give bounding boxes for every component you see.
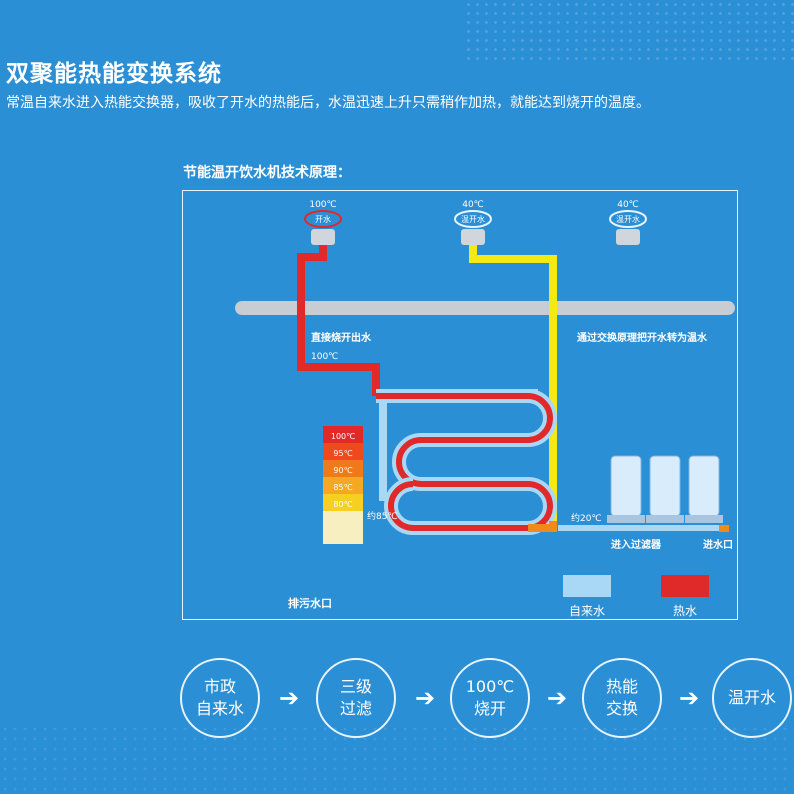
temp-scale-label: 80℃ bbox=[333, 500, 352, 509]
main-pipe bbox=[235, 301, 735, 315]
temp-scale-bar bbox=[323, 443, 363, 460]
faucet-temp-label: 40℃ bbox=[462, 200, 484, 210]
temp-scale-bar bbox=[323, 477, 363, 494]
page-title: 双聚能热能变换系统 bbox=[6, 61, 222, 87]
exchange-label: 通过交换原理把开水转为温水 bbox=[577, 331, 708, 344]
faucet-label: 温开水 bbox=[616, 214, 640, 224]
direct-boil-label: 直接烧开出水 bbox=[311, 331, 372, 344]
inlet-valve bbox=[719, 525, 729, 532]
process-step-warm-water: 温开水 bbox=[712, 658, 792, 738]
water-inlet-label: 进水口 bbox=[703, 538, 733, 551]
warm-faucet-icon-2 bbox=[609, 210, 647, 245]
boiling-faucet-icon bbox=[304, 210, 342, 245]
temp-scale-bar bbox=[323, 426, 363, 443]
boiling-water-pipe bbox=[297, 243, 380, 396]
coil-turn-inner bbox=[388, 481, 414, 531]
boil-temp-label: 100℃ bbox=[311, 352, 338, 362]
temp-scale-label: 95℃ bbox=[333, 449, 352, 458]
legend-swatch-hot bbox=[661, 575, 709, 597]
arrow-right-icon: ➔ bbox=[414, 684, 436, 712]
principle-diagram: 100℃ 开水 40℃ 温开水 40℃ 温开水 直接烧开出水 100℃ 通过交换… bbox=[182, 190, 738, 620]
temp-scale-label: 90℃ bbox=[333, 466, 352, 475]
diagram-title: 节能温开饮水机技术原理： bbox=[183, 165, 351, 181]
principle-diagram-svg: 100℃ 开水 40℃ 温开水 40℃ 温开水 直接烧开出水 100℃ 通过交换… bbox=[235, 200, 735, 618]
mixed-outflow-pipe bbox=[528, 521, 557, 532]
filter-in-label: 进入过滤器 bbox=[611, 538, 662, 551]
temp-scale-bar bbox=[323, 511, 363, 544]
arrow-right-icon: ➔ bbox=[678, 684, 700, 712]
drain-label: 排污水口 bbox=[288, 596, 332, 610]
faucet-temp-label: 100℃ bbox=[309, 200, 336, 210]
temp-scale-label: 100℃ bbox=[331, 432, 355, 441]
approx-85-label: 约85℃ bbox=[367, 510, 398, 522]
heat-exchanger-inner bbox=[376, 393, 553, 531]
temp-scale-bar bbox=[323, 460, 363, 477]
process-step-filtration: 三级 过滤 bbox=[316, 658, 396, 738]
faucet-label: 开水 bbox=[315, 214, 331, 224]
process-step-heat-exchange: 热能 交换 bbox=[582, 658, 662, 738]
faucet-temp-label: 40℃ bbox=[617, 200, 639, 210]
arrow-right-icon: ➔ bbox=[278, 684, 300, 712]
warm-faucet-icon-1 bbox=[454, 210, 492, 245]
faucet-label: 温开水 bbox=[461, 214, 485, 224]
filter-unit-1 bbox=[607, 455, 645, 523]
arrow-right-icon: ➔ bbox=[546, 684, 568, 712]
page-subtitle: 常温自来水进入热能交换器，吸收了开水的热能后，水温迅速上升只需稍作加热，就能达到… bbox=[6, 95, 650, 111]
approx-20-label: 约20℃ bbox=[571, 512, 602, 524]
process-flow: 市政 自来水 ➔ 三级 过滤 ➔ 100℃ 烧开 ➔ 热能 交换 ➔ 温开水 bbox=[0, 658, 794, 742]
process-step-tap-water: 市政 自来水 bbox=[180, 658, 260, 738]
legend-label-hot: 热水 bbox=[673, 604, 697, 618]
process-step-boil: 100℃ 烧开 bbox=[450, 658, 530, 738]
heat-exchanger-outer bbox=[376, 389, 557, 535]
decorative-dot-pattern-bottom bbox=[0, 724, 794, 794]
filter-unit-3 bbox=[685, 455, 723, 523]
legend-label-cold: 自来水 bbox=[569, 604, 605, 618]
decorative-dot-pattern bbox=[464, 0, 794, 60]
legend-swatch-cold bbox=[563, 575, 611, 597]
filter-unit-2 bbox=[646, 455, 684, 523]
temp-scale-bar bbox=[323, 494, 363, 511]
temp-scale-label: 85℃ bbox=[333, 483, 352, 492]
